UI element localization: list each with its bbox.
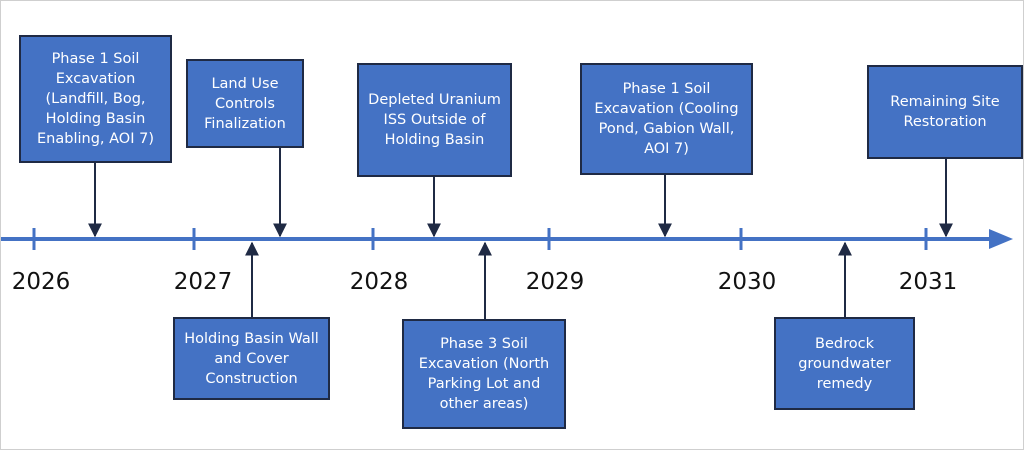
event-box-phase3-soil-excavation: Phase 3 Soil Excavation (North Parking L… — [402, 319, 566, 429]
event-label: Bedrock groundwater remedy — [798, 335, 891, 392]
event-box-remaining-site-restoration: Remaining Site Restoration — [867, 65, 1023, 159]
year-label-2030: 2030 — [717, 269, 777, 295]
event-label: Phase 1 Soil Excavation (Landfill, Bog, … — [37, 51, 154, 147]
event-box-land-use-controls: Land Use Controls Finalization — [186, 59, 304, 148]
year-label-2026: 2026 — [11, 269, 71, 295]
event-label: Land Use Controls Finalization — [204, 75, 286, 132]
event-box-bedrock-groundwater: Bedrock groundwater remedy — [774, 317, 915, 410]
event-label: Holding Basin Wall and Cover Constructio… — [184, 330, 319, 387]
year-label-2028: 2028 — [349, 269, 409, 295]
year-label-2031: 2031 — [898, 269, 958, 295]
event-box-holding-basin-wall: Holding Basin Wall and Cover Constructio… — [173, 317, 330, 400]
event-label: Depleted Uranium ISS Outside of Holding … — [368, 92, 501, 148]
event-box-phase1-soil-excavation-cooling-pond: Phase 1 Soil Excavation (Cooling Pond, G… — [580, 63, 753, 175]
year-label-2027: 2027 — [173, 269, 233, 295]
event-label: Phase 1 Soil Excavation (Cooling Pond, G… — [594, 81, 739, 157]
event-box-depleted-uranium-iss: Depleted Uranium ISS Outside of Holding … — [357, 63, 512, 177]
timeline-arrowhead — [989, 229, 1013, 249]
event-label: Remaining Site Restoration — [890, 94, 1000, 130]
event-label: Phase 3 Soil Excavation (North Parking L… — [418, 336, 550, 412]
year-label-2029: 2029 — [525, 269, 585, 295]
event-box-phase1-soil-excavation-landfill: Phase 1 Soil Excavation (Landfill, Bog, … — [19, 35, 172, 163]
